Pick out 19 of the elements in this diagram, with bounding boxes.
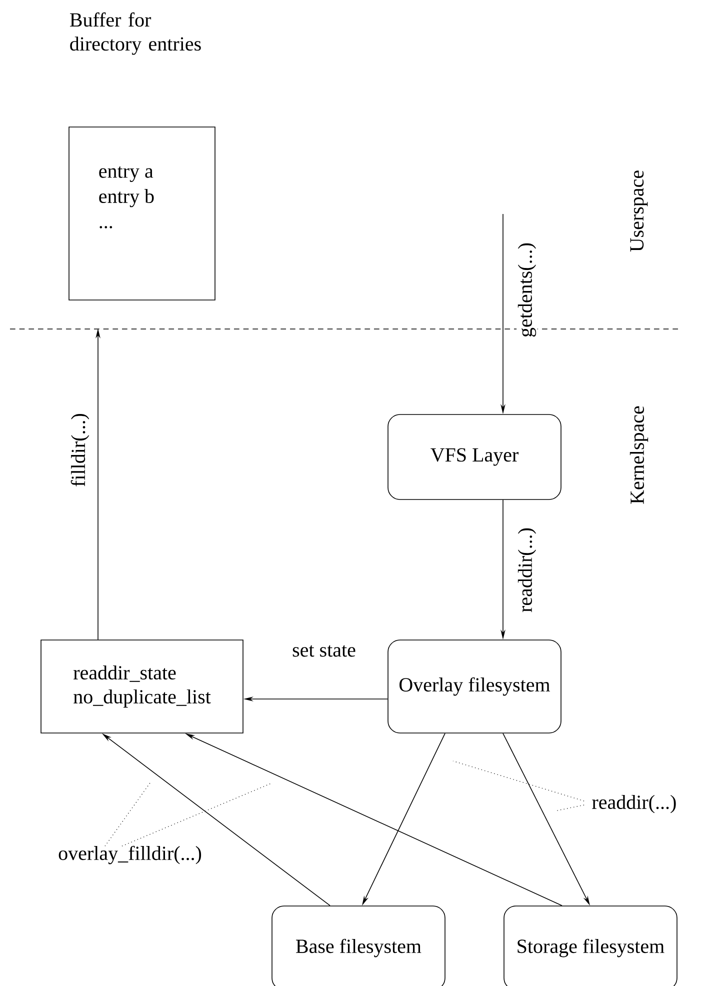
edge-label: set state xyxy=(290,644,358,658)
edge-label: readdir(...) xyxy=(516,526,538,614)
leader-line xyxy=(554,804,584,812)
process-box: Base filesystem xyxy=(272,906,446,986)
leader-line xyxy=(122,782,272,846)
process-box: Overlay filesystem xyxy=(388,640,562,734)
leader-line xyxy=(104,782,150,846)
process-box: VFS Layer xyxy=(388,414,562,500)
annotation-text: overlay_filldir(...) xyxy=(58,846,202,864)
buffer-box: entry a entry b ... xyxy=(68,126,216,300)
leader-line xyxy=(452,760,584,802)
edge-label: filldir(...) xyxy=(70,412,90,488)
region-label: Userspace xyxy=(630,170,648,252)
edge-label: getdents(...) xyxy=(516,241,538,339)
process-box: Storage filesystem xyxy=(504,906,678,986)
region-label: Kernelspace xyxy=(630,406,648,504)
box-heading: Buffer for directory entries xyxy=(70,12,201,55)
state-box: readdir_state no_duplicate_list xyxy=(40,640,244,734)
annotation-text: readdir(...) xyxy=(592,794,676,814)
